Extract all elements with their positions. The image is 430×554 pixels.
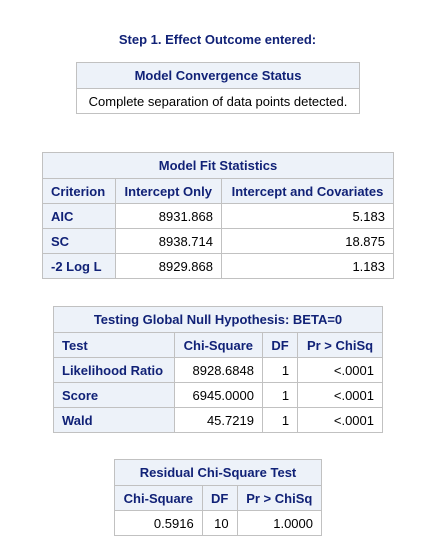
residual-caption: Residual Chi-Square Test: [114, 459, 322, 486]
global-caption: Testing Global Null Hypothesis: BETA=0: [53, 306, 383, 333]
fit-header-intercept-only: Intercept Only: [114, 178, 222, 204]
table-cell: 8929.868: [114, 253, 222, 279]
global-header-chisq: Chi-Square: [173, 332, 263, 358]
row-label: AIC: [42, 203, 116, 229]
table-cell: <.0001: [297, 357, 383, 383]
residual-chisq-table: Residual Chi-Square Test Chi-Square DF P…: [114, 459, 323, 536]
table-row: 0.5916 10 1.0000: [114, 510, 323, 536]
global-header-df: DF: [261, 332, 299, 358]
table-row: SC 8938.714 18.875: [42, 228, 395, 254]
fit-header-criterion: Criterion: [42, 178, 116, 204]
table-cell: 1: [261, 382, 299, 408]
table-row: Wald 45.7219 1 <.0001: [53, 407, 383, 433]
table-cell: 1: [261, 407, 299, 433]
table-cell: 0.5916: [114, 510, 203, 536]
fit-header-intercept-covariates: Intercept and Covariates: [220, 178, 395, 204]
table-cell: 18.875: [220, 228, 395, 254]
table-cell: 8931.868: [114, 203, 222, 229]
row-label: Likelihood Ratio: [53, 357, 175, 383]
residual-header-chisq: Chi-Square: [114, 485, 203, 511]
row-label: Score: [53, 382, 175, 408]
fit-statistics-table: Model Fit Statistics Criterion Intercept…: [42, 152, 395, 279]
table-cell: <.0001: [297, 382, 383, 408]
table-row: AIC 8931.868 5.183: [42, 203, 395, 229]
step-title: Step 1. Effect Outcome entered:: [118, 32, 317, 47]
global-header-p: Pr > ChiSq: [297, 332, 383, 358]
global-header-test: Test: [53, 332, 175, 358]
table-cell: 1.0000: [236, 510, 323, 536]
table-cell: <.0001: [297, 407, 383, 433]
table-cell: 8928.6848: [173, 357, 263, 383]
table-cell: 10: [201, 510, 238, 536]
global-null-table: Testing Global Null Hypothesis: BETA=0 T…: [53, 306, 383, 433]
table-cell: 1: [261, 357, 299, 383]
table-row: Score 6945.0000 1 <.0001: [53, 382, 383, 408]
convergence-message: Complete separation of data points detec…: [76, 88, 360, 114]
row-label: Wald: [53, 407, 175, 433]
residual-header-p: Pr > ChiSq: [236, 485, 323, 511]
row-label: SC: [42, 228, 116, 254]
table-row: -2 Log L 8929.868 1.183: [42, 253, 395, 279]
convergence-caption: Model Convergence Status: [76, 62, 360, 89]
table-cell: 6945.0000: [173, 382, 263, 408]
table-row: Likelihood Ratio 8928.6848 1 <.0001: [53, 357, 383, 383]
table-cell: 45.7219: [173, 407, 263, 433]
fit-caption: Model Fit Statistics: [42, 152, 394, 179]
table-cell: 8938.714: [114, 228, 222, 254]
row-label: -2 Log L: [42, 253, 116, 279]
residual-header-df: DF: [201, 485, 238, 511]
table-cell: 5.183: [220, 203, 395, 229]
table-cell: 1.183: [220, 253, 395, 279]
convergence-table: Model Convergence Status Complete separa…: [76, 62, 360, 114]
